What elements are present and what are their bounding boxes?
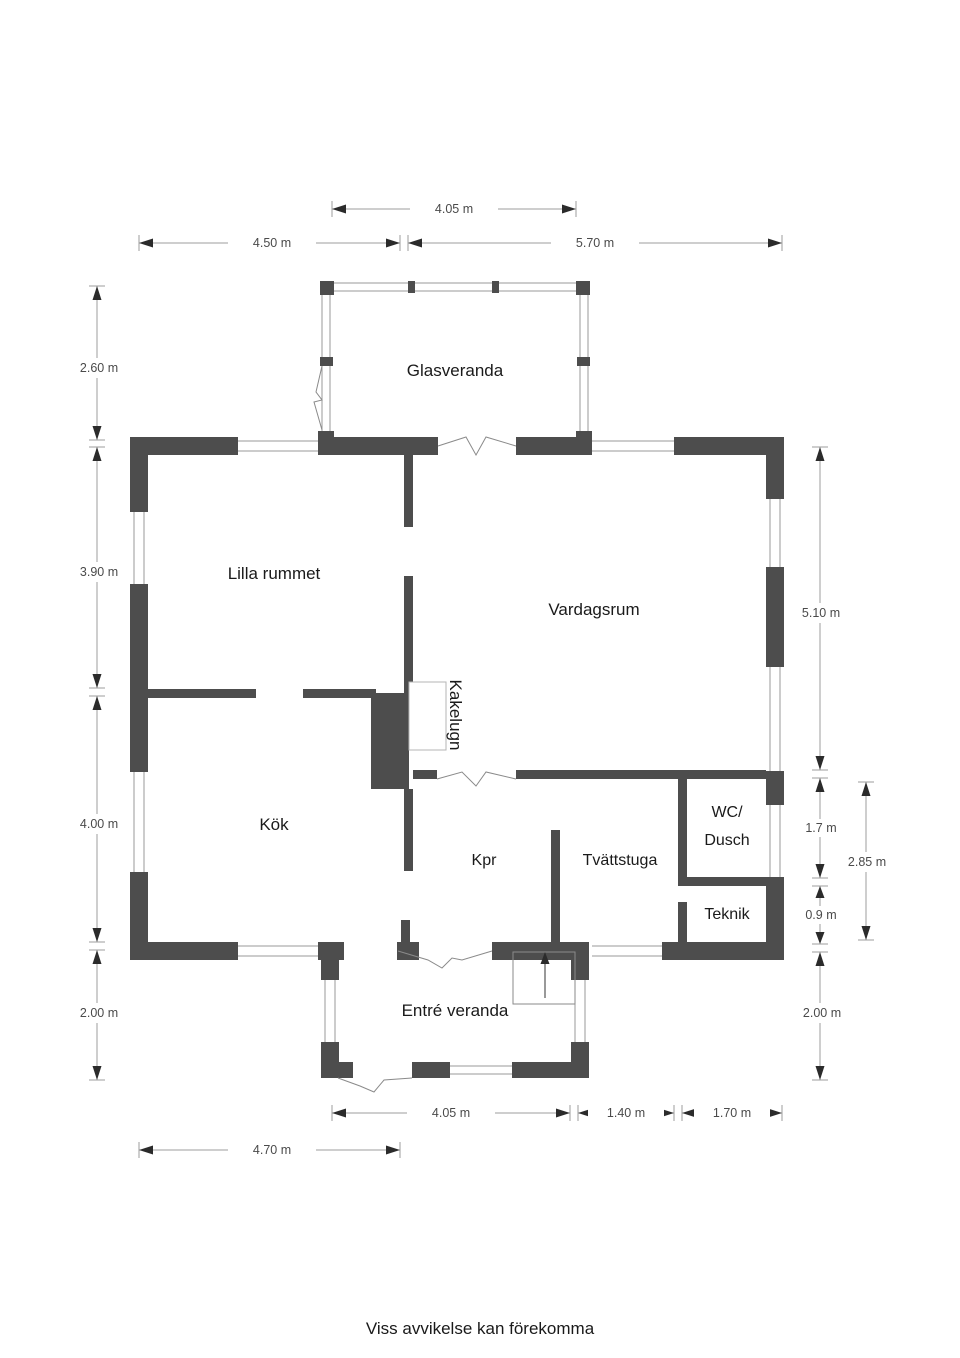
dimension-left-3-90: 3.90 m xyxy=(68,446,130,689)
dimension-left-2-60: 2.60 m xyxy=(68,285,130,441)
footer-note: Viss avvikelse kan förekomma xyxy=(366,1319,595,1338)
dimension-top-5-70: 5.70 m xyxy=(407,233,783,253)
dimension-label: 1.70 m xyxy=(713,1106,751,1120)
dimension-label: 3.90 m xyxy=(80,565,118,579)
room-label-tvattstuga: Tvättstuga xyxy=(583,852,658,869)
dimension-label: 4.05 m xyxy=(432,1106,470,1120)
veranda-mullion-1 xyxy=(408,281,415,293)
room-label-kakelugn: Kakelugn xyxy=(446,680,465,751)
room-label-kpr: Kpr xyxy=(472,852,498,869)
room-label-vardagsrum: Vardagsrum xyxy=(548,600,639,619)
wall-stub-teknik xyxy=(678,902,687,944)
dimension-left-2-00: 2.00 m xyxy=(68,949,130,1081)
exterior-wall-left xyxy=(130,437,148,960)
kakelugn-outline xyxy=(408,681,447,751)
veranda-post-ne xyxy=(576,281,590,295)
room-label-wc-dusch-2: Dusch xyxy=(704,832,749,849)
dimension-label: 1.7 m xyxy=(805,821,836,835)
dimension-top-4-50: 4.50 m xyxy=(138,233,401,253)
dimension-label: 4.05 m xyxy=(435,202,473,216)
dimension-label: 1.40 m xyxy=(607,1106,645,1120)
room-label-entre-veranda: Entré veranda xyxy=(402,1001,509,1020)
veranda-door-swing xyxy=(313,365,323,431)
room-label-glasveranda: Glasveranda xyxy=(407,361,504,380)
interior-walls xyxy=(148,455,766,942)
dimension-top-4-05: 4.05 m xyxy=(331,199,577,219)
wall-stub-kpr xyxy=(401,920,410,944)
dimension-label: 4.00 m xyxy=(80,817,118,831)
room-label-wc-dusch-1: WC/ xyxy=(711,804,743,821)
dimension-label: 4.50 m xyxy=(253,236,291,250)
dimension-label: 5.10 m xyxy=(802,606,840,620)
dimension-bottom-1-70: 1.70 m xyxy=(681,1103,783,1123)
room-glasveranda: Glasveranda xyxy=(313,281,592,445)
exterior-wall-bottom xyxy=(130,902,784,969)
dimension-right-5-10: 5.10 m xyxy=(790,446,852,771)
veranda-opening-marker xyxy=(437,436,517,457)
room-entre-veranda: Entré veranda xyxy=(321,942,589,1093)
exterior-wall-right xyxy=(766,437,784,960)
dimension-right-2-00: 2.00 m xyxy=(791,951,853,1081)
kakelugn-mass xyxy=(371,693,409,789)
dimension-label: 0.9 m xyxy=(805,908,836,922)
dimension-right-1-7: 1.7 m xyxy=(796,777,846,879)
dimension-bottom-1-40: 1.40 m xyxy=(577,1103,675,1123)
room-label-kok: Kök xyxy=(259,815,289,834)
dimension-bottom-4-70: 4.70 m xyxy=(138,1140,401,1160)
dimension-right-0-9: 0.9 m xyxy=(796,885,846,945)
veranda-mullion-left xyxy=(320,357,333,366)
entre-bottom-opening xyxy=(337,1077,413,1093)
exterior-wall-top xyxy=(130,436,784,457)
dimension-right-2-85: 2.85 m xyxy=(836,781,898,941)
dimension-label: 2.60 m xyxy=(80,361,118,375)
kpr-opening-marker xyxy=(436,771,517,787)
dimension-label: 2.00 m xyxy=(80,1006,118,1020)
dimension-bottom-4-05: 4.05 m xyxy=(331,1103,571,1123)
room-label-lilla-rummet: Lilla rummet xyxy=(228,564,321,583)
dimension-label: 4.70 m xyxy=(253,1143,291,1157)
dimension-label: 5.70 m xyxy=(576,236,614,250)
dimension-label: 2.85 m xyxy=(848,855,886,869)
veranda-mullion-2 xyxy=(492,281,499,293)
dimension-label: 2.00 m xyxy=(803,1006,841,1020)
room-label-teknik: Teknik xyxy=(704,906,750,923)
entre-opening-marker xyxy=(397,950,493,969)
dimension-left-4-00: 4.00 m xyxy=(68,695,130,943)
veranda-mullion-right xyxy=(577,357,590,366)
veranda-post-nw xyxy=(320,281,334,295)
